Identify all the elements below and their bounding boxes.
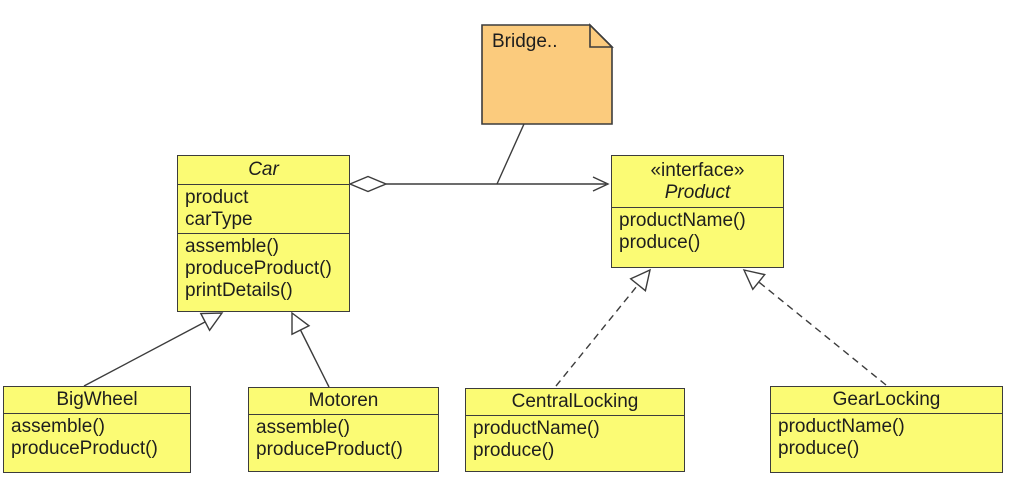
realization-triangle-icon	[742, 269, 766, 291]
class-header: «interface» Product	[612, 156, 783, 208]
generalization-motoren-car[interactable]	[291, 311, 330, 388]
class-name: Car	[178, 156, 349, 185]
attributes-compartment: product carType	[178, 185, 349, 234]
class-motoren[interactable]: Motoren assemble() produceProduct()	[248, 387, 439, 472]
class-gearlocking[interactable]: GearLocking productName() produce()	[770, 386, 1003, 473]
class-name: Product	[664, 181, 731, 203]
class-car[interactable]: Car product carType assemble() producePr…	[177, 155, 350, 312]
attribute: carType	[185, 209, 253, 230]
realization-triangle-icon	[629, 268, 651, 292]
method: assemble()	[256, 417, 350, 438]
generalization-triangle-icon	[291, 311, 311, 336]
generalization-bigwheel-car[interactable]	[83, 312, 224, 387]
methods-compartment: assemble() produceProduct() printDetails…	[178, 234, 349, 302]
methods-compartment: assemble() produceProduct()	[249, 415, 438, 461]
method: productName()	[778, 416, 905, 437]
aggregation-diamond-icon	[348, 175, 388, 193]
method: productName()	[473, 418, 600, 439]
class-name: CentralLocking	[466, 389, 684, 416]
methods-compartment: productName() produce()	[466, 416, 684, 462]
method: produceProduct()	[256, 439, 403, 460]
class-name: BigWheel	[4, 387, 190, 414]
stereotype-label: «interface»	[650, 159, 745, 181]
note-anchor-line	[496, 123, 525, 185]
class-name: GearLocking	[771, 387, 1002, 414]
method: produceProduct()	[185, 258, 332, 279]
note-text: Bridge..	[492, 31, 558, 52]
class-centrallocking[interactable]: CentralLocking productName() produce()	[465, 388, 685, 472]
class-bigwheel[interactable]: BigWheel assemble() produceProduct()	[3, 386, 191, 473]
methods-compartment: productName() produce()	[612, 208, 783, 254]
attribute: product	[185, 187, 249, 208]
class-name: Motoren	[249, 388, 438, 415]
methods-compartment: assemble() produceProduct()	[4, 414, 190, 460]
realization-centrallocking-product[interactable]	[555, 268, 651, 387]
method: printDetails()	[185, 280, 293, 301]
class-product[interactable]: «interface» Product productName() produc…	[611, 155, 784, 268]
method: produce()	[778, 438, 860, 459]
method: productName()	[619, 210, 746, 231]
note-shape[interactable]	[481, 23, 614, 125]
method: assemble()	[185, 236, 279, 257]
note-fold-corner	[589, 23, 614, 48]
method: assemble()	[11, 416, 105, 437]
aggregation-connector[interactable]	[348, 175, 610, 193]
method: produceProduct()	[11, 438, 158, 459]
method: produce()	[619, 232, 701, 253]
generalization-triangle-icon	[199, 312, 224, 332]
method: produce()	[473, 440, 555, 461]
open-arrowhead-icon	[592, 176, 610, 192]
methods-compartment: productName() produce()	[771, 414, 1002, 460]
realization-gearlocking-product[interactable]	[742, 269, 887, 386]
